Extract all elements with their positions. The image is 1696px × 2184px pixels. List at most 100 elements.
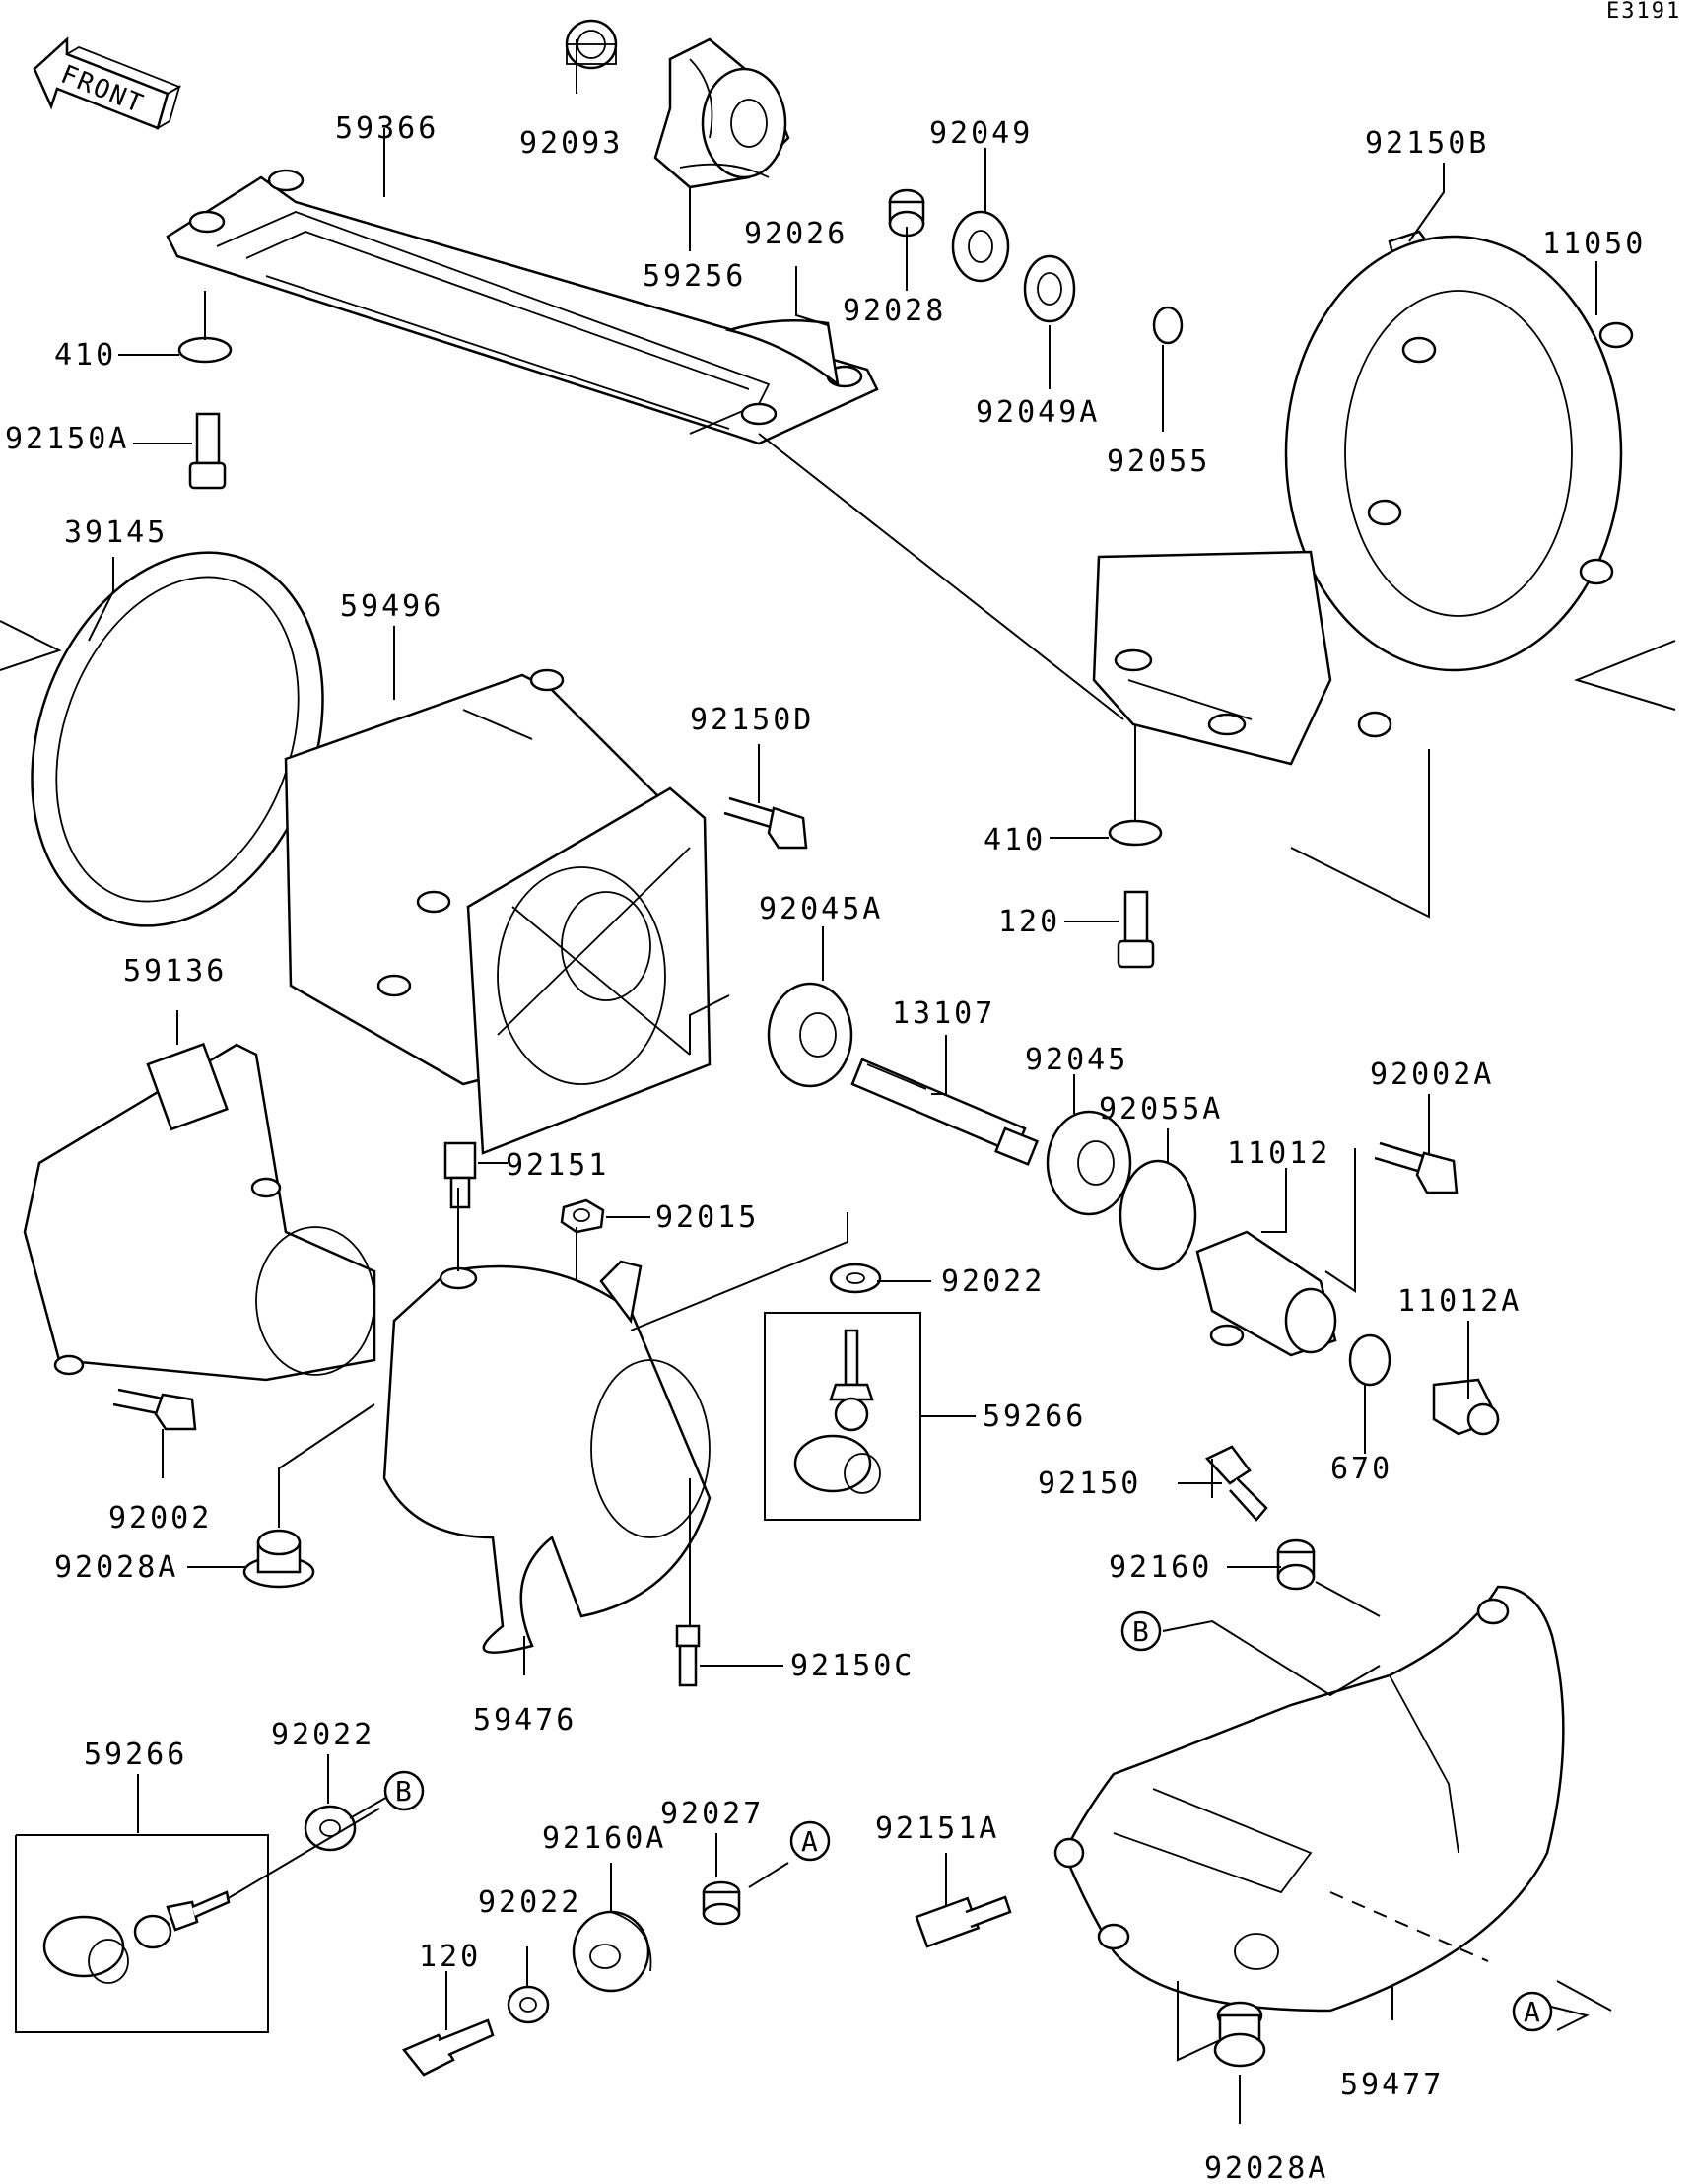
part-92028A-collar-bottom — [1213, 2001, 1266, 2068]
part-59476-steering-nozzle — [382, 1260, 712, 1654]
label-92028: 92028 — [843, 294, 946, 328]
label-92027: 92027 — [660, 1797, 764, 1831]
part-13107-shaft — [850, 1058, 1040, 1166]
label-11012A: 11012A — [1397, 1284, 1522, 1319]
part-59266-box-mid — [764, 1312, 921, 1521]
part-92022-washer-bottom2 — [507, 1985, 550, 2024]
label-59266-mid: 59266 — [983, 1399, 1086, 1434]
part-92028A-collar-left — [242, 1529, 315, 1589]
label-92093: 92093 — [519, 126, 623, 161]
part-59266-box-bottom — [15, 1834, 269, 2033]
label-92049A: 92049A — [976, 395, 1100, 430]
callout-a-2-text: A — [1524, 1996, 1540, 2028]
label-92022-mid: 92022 — [941, 1264, 1045, 1299]
label-11012: 11012 — [1227, 1136, 1330, 1171]
part-92151-bolt — [443, 1141, 477, 1209]
label-92160: 92160 — [1109, 1550, 1212, 1585]
part-92150C-bolt — [675, 1624, 701, 1687]
label-92150: 92150 — [1038, 1467, 1141, 1501]
part-670-oring — [1348, 1333, 1391, 1387]
part-92150-bolt — [1204, 1445, 1268, 1522]
label-92022-bottom: 92022 — [271, 1718, 374, 1752]
front-arrow-icon: FRONT — [33, 36, 182, 130]
part-92055-oring — [1152, 306, 1184, 345]
label-59476: 59476 — [473, 1703, 577, 1738]
part-labels: 59366 92093 59256 92049 92026 92028 9204… — [5, 111, 1646, 2184]
label-92049: 92049 — [929, 116, 1033, 151]
callout-a-1: A — [789, 1820, 831, 1862]
label-92160A: 92160A — [542, 1821, 666, 1856]
label-92055: 92055 — [1107, 444, 1210, 479]
label-13107: 13107 — [892, 996, 995, 1031]
label-59496: 59496 — [340, 589, 443, 624]
part-59366-grate — [166, 169, 879, 445]
part-92150A-bolt — [188, 412, 227, 490]
label-92150C: 92150C — [790, 1649, 915, 1683]
callout-b-2-text: B — [395, 1775, 412, 1808]
callout-a-1-text: A — [801, 1825, 818, 1858]
label-92150B: 92150B — [1365, 126, 1489, 161]
part-92015-nut — [560, 1198, 605, 1234]
part-59136-nozzle — [23, 1042, 376, 1382]
part-11012-cap — [1195, 1230, 1337, 1357]
leader-lines — [0, 39, 1676, 2124]
part-410-washer-top — [177, 336, 233, 364]
label-59366: 59366 — [335, 111, 439, 146]
label-59136: 59136 — [123, 954, 227, 989]
label-670: 670 — [1330, 1452, 1392, 1486]
label-39145: 39145 — [64, 515, 168, 550]
label-92150A: 92150A — [5, 422, 129, 456]
label-92002: 92002 — [108, 1501, 212, 1536]
part-92049-washer — [951, 210, 1010, 283]
part-92160A-collar — [572, 1910, 652, 1993]
part-92027-collar — [702, 1880, 741, 1926]
label-11050: 11050 — [1542, 227, 1646, 261]
label-92015: 92015 — [655, 1200, 759, 1235]
label-92045: 92045 — [1025, 1043, 1128, 1077]
part-92045A-bearing — [767, 982, 853, 1088]
part-92055A-oring — [1119, 1159, 1197, 1271]
label-410-mid: 410 — [984, 823, 1046, 857]
part-11050-pump-case — [1092, 235, 1634, 766]
label-410-top: 410 — [54, 338, 116, 373]
label-59477: 59477 — [1340, 2068, 1444, 2102]
part-92049A-washer — [1023, 254, 1076, 323]
part-92151A-bolt — [915, 1895, 1012, 1948]
part-59256-impeller — [653, 37, 790, 189]
part-11012A-plug — [1432, 1378, 1500, 1436]
callout-b-2: B — [383, 1770, 425, 1811]
callout-b-1-text: B — [1132, 1615, 1149, 1648]
label-59266-bottom: 59266 — [84, 1738, 187, 1772]
label-92002A: 92002A — [1370, 1058, 1494, 1092]
label-92045A: 92045A — [759, 892, 883, 926]
part-59266-ball-joint-mid — [793, 1329, 881, 1494]
part-92150D-bolt — [723, 796, 808, 850]
label-92151: 92151 — [506, 1148, 609, 1183]
part-59477-housing — [1053, 1585, 1565, 2013]
callout-b-1: B — [1120, 1610, 1162, 1652]
label-92022-bottom2: 92022 — [478, 1885, 581, 1920]
part-92160-collar — [1276, 1538, 1316, 1591]
label-92151A: 92151A — [875, 1811, 999, 1846]
part-92026-cone — [724, 318, 840, 387]
part-410-washer-mid — [1108, 819, 1163, 847]
label-120-mid: 120 — [998, 905, 1060, 939]
label-92026: 92026 — [744, 217, 848, 251]
label-92055A: 92055A — [1099, 1092, 1223, 1126]
callout-a-2: A — [1512, 1991, 1553, 2032]
label-59256: 59256 — [643, 259, 746, 294]
part-92002A-bolt — [1374, 1141, 1459, 1194]
label-120-bottom: 120 — [419, 1940, 481, 1974]
part-120-bolt-bottom — [401, 2018, 495, 2077]
part-59266-ball-joint-bottom — [42, 1890, 231, 1984]
part-92093-seal — [565, 19, 618, 70]
part-92022-washer-mid — [829, 1263, 882, 1294]
part-92002-bolt — [112, 1388, 197, 1431]
label-92150D: 92150D — [690, 703, 814, 737]
part-92045-bearing — [1046, 1110, 1132, 1216]
part-59496-pump-body — [284, 668, 712, 1155]
label-92028A-left: 92028A — [54, 1550, 178, 1585]
part-92022-washer-bottom — [304, 1805, 357, 1852]
diagram-code: E3191 — [1606, 0, 1681, 24]
